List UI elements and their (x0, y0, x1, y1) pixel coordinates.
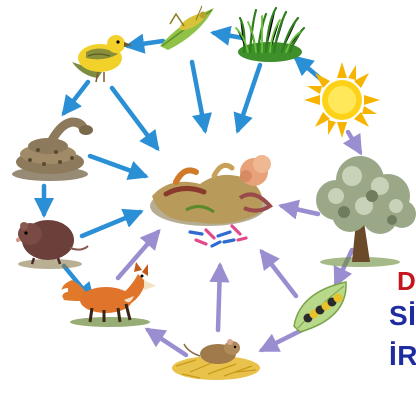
decomposers-icon (150, 155, 271, 246)
grass-icon (236, 8, 304, 62)
arrow-tree-to-caterpillar (336, 250, 352, 284)
arrow-bird-to-snake (64, 82, 88, 113)
arrow-caterpillar-to-decomposers (262, 252, 296, 296)
arrow-mouse-to-decomposers (218, 266, 220, 330)
arrow-mole-to-decomposers (82, 212, 140, 236)
arrow-grass-to-decomposers (238, 65, 260, 130)
arrow-grass-to-grasshopper (214, 33, 243, 38)
arrow-grasshopper-to-bird (128, 41, 163, 46)
arrow-caterpillar-to-mouse (262, 330, 302, 350)
snake-icon (12, 122, 93, 181)
arrow-fox-to-decomposers (118, 232, 158, 278)
grasshopper-icon (160, 6, 214, 50)
arrow-mouse-to-fox (148, 330, 186, 355)
mole-icon (16, 220, 88, 269)
bird-icon (72, 35, 132, 82)
arrow-bird-to-decomposers (112, 88, 157, 148)
arrow-tree-to-decomposers (282, 206, 318, 214)
arrow-snake-to-decomposers (90, 156, 145, 176)
title-line-2: SİS (389, 300, 416, 332)
fox-icon (60, 262, 156, 327)
title-line-3: İR (389, 340, 416, 372)
mouse-icon (172, 339, 260, 380)
title-line-1: D (397, 266, 416, 297)
sun-icon (304, 62, 380, 138)
caterpillar-icon (294, 282, 346, 332)
arrow-grasshopper-to-decomposers (192, 62, 205, 130)
arrow-sun-to-tree (348, 132, 360, 152)
tree-icon (316, 156, 416, 267)
